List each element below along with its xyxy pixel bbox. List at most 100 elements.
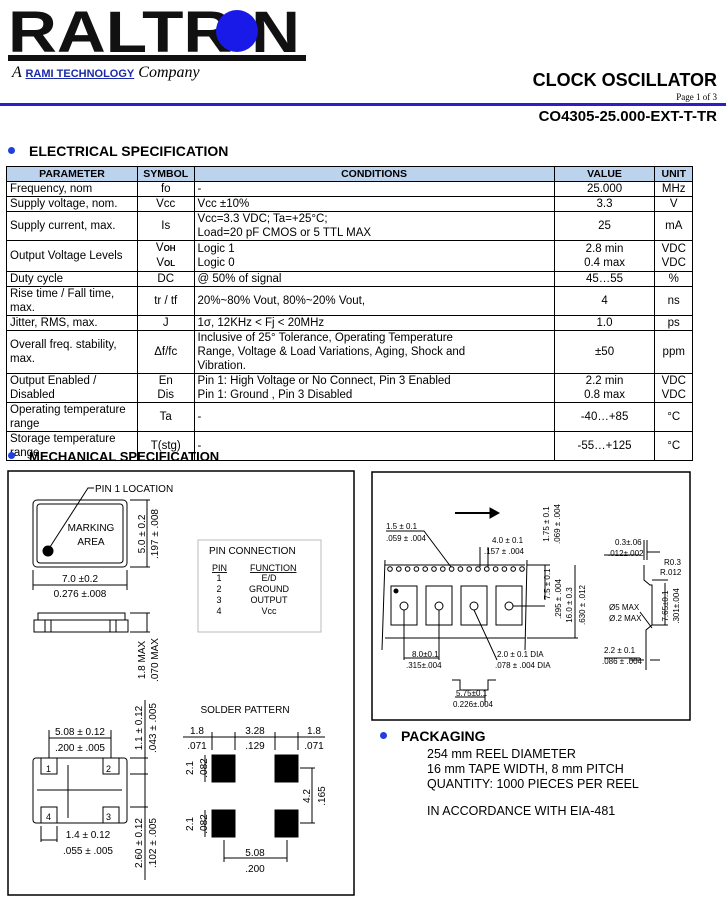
- sprocket-hole: [431, 566, 437, 572]
- raltron-logo: RALTR N: [8, 6, 306, 62]
- dim-label: 1.8: [190, 726, 204, 737]
- cell-line: -: [197, 183, 202, 195]
- sprocket-hole: [510, 566, 517, 572]
- package-top-view: PIN 1 LOCATION MARKING AREA 5.0 ± 0.2 .1…: [32, 484, 173, 600]
- cell-line: -: [197, 411, 202, 423]
- dim-label: .295 ± .004: [554, 578, 563, 619]
- dim-label: 2.1: [185, 761, 196, 775]
- mechanical-drawing-frame: [7, 470, 355, 896]
- function-column-header: FUNCTION: [250, 563, 297, 573]
- sprocket-hole: [396, 566, 402, 572]
- cell-line: En: [158, 375, 173, 387]
- cell-value: -40…+85: [553, 402, 656, 432]
- dim-label: 16.0 ± 0.3: [565, 587, 574, 623]
- column-header: UNIT: [654, 166, 693, 182]
- dim-label: Ø5 MAX: [609, 603, 640, 612]
- dim-label: R0.3: [664, 558, 681, 567]
- cell-unit: °C: [654, 402, 693, 432]
- cell-conditions: @ 50% of signal: [193, 271, 555, 287]
- cell-value: 4: [553, 286, 656, 316]
- cell-param: Overall freq. stability, max.: [6, 330, 138, 374]
- dim-label: 1.8 MAX: [137, 641, 148, 680]
- bullet-icon: [8, 146, 15, 154]
- cell-param: Frequency, nom: [6, 181, 138, 197]
- cell-line: Ta: [159, 411, 172, 423]
- cell-line: ±50: [594, 346, 615, 358]
- cell-line: 2.8 min: [585, 243, 624, 255]
- sprocket-hole: [448, 566, 455, 572]
- cell-line: VDC: [661, 389, 686, 401]
- pin-label: 3: [106, 812, 111, 822]
- column-header: VALUE: [553, 166, 656, 182]
- bullet-icon: [380, 731, 387, 739]
- column-header: SYMBOL: [136, 166, 195, 182]
- dim-label: 7.5 ± 0.1: [543, 568, 552, 600]
- cell-line: 1σ, 12KHz < Fj < 20MHz: [197, 317, 325, 329]
- dim-label: .078 ± .004 DIA: [495, 661, 551, 670]
- pin-number: 4: [216, 606, 221, 616]
- dim-label: .315±.004: [406, 661, 442, 670]
- cell-line: 4: [601, 295, 608, 307]
- cell-param: Operating temperature range: [6, 402, 138, 432]
- pin-function: GROUND: [249, 584, 289, 594]
- part-number: CO4305-25.000-EXT-T-TR: [538, 108, 717, 125]
- cell-line: °C: [667, 440, 681, 452]
- cell-unit: ppm: [654, 330, 693, 374]
- pin-column-header: PIN: [212, 563, 227, 573]
- package-bottom-view: 1 2 3 4 5.08 ± 0.12 .200 ± .005 1.4 ± 0.…: [32, 700, 159, 880]
- solder-pattern-title: SOLDER PATTERN: [200, 705, 289, 716]
- cell-line: -55…+125: [577, 440, 632, 452]
- brand-link: RAMI TECHNOLOGY: [25, 68, 135, 80]
- dim-label: 5.75±0.1: [456, 689, 488, 698]
- solder-pattern: SOLDER PATTERN 1.8 .071 3.28 .129 1.8 .0…: [183, 705, 328, 875]
- cell-value: 2.2 min 0.8 max: [553, 373, 656, 403]
- dim-label: 4.0 ± 0.1: [492, 536, 524, 545]
- dim-label: .165: [317, 786, 328, 806]
- cell-param: Storage temperature range: [6, 431, 138, 461]
- cell-line: Range, Voltage & Load Variations, Aging,…: [197, 346, 466, 358]
- dim-label: .630 ± .012: [578, 584, 587, 625]
- sprocket-hole: [413, 566, 420, 572]
- cell-param: Output Voltage Levels: [6, 240, 138, 272]
- cell-conditions: -: [193, 431, 555, 461]
- dim-label: 2.60 ± 0.12: [134, 818, 145, 868]
- cell-line: VDC: [661, 243, 686, 255]
- cell-param: Supply current, max.: [6, 211, 138, 241]
- table-row: Storage temperature range T(stg)- -55…+125…: [6, 431, 693, 461]
- dim-label: .197 ± .008: [150, 509, 161, 559]
- packaging-line: [427, 792, 639, 804]
- cell-line: -40…+85: [580, 411, 629, 423]
- dim-label: .200: [245, 864, 265, 875]
- sprocket-holes: [387, 566, 525, 572]
- dim-label: .129: [245, 741, 265, 752]
- dim-label: 4.2: [302, 789, 313, 803]
- packaging-line: 254 mm REEL DIAMETER: [427, 747, 576, 761]
- cell-line: mA: [665, 220, 683, 232]
- cell-line: Δf/fc: [154, 346, 178, 358]
- dim-label: 1.75 ± 0.1: [542, 506, 551, 542]
- pin-function: Vcc: [261, 606, 277, 616]
- cell-symbol: Δf/fc: [136, 330, 195, 374]
- dim-label: 2.2 ± 0.1: [604, 646, 636, 655]
- cell-line: Pin 1: High Voltage or No Connect, Pin 3…: [197, 375, 451, 387]
- cell-line: Inclusive of 25° Tolerance, Operating Te…: [197, 332, 453, 344]
- pin-label: 1: [46, 764, 51, 774]
- dim-label: .070 MAX: [150, 638, 161, 682]
- cell-line: 2.2 min: [585, 375, 624, 387]
- cell-line: 0.8 max: [584, 389, 625, 401]
- cell-param: Output Enabled / Disabled: [6, 373, 138, 403]
- cell-line: 1.0: [596, 317, 613, 329]
- cell-line: ns: [667, 295, 680, 307]
- cell-line: T(stg): [150, 440, 181, 452]
- cell-line: Vcc: [156, 198, 176, 210]
- cell-line: fo: [160, 183, 171, 195]
- cell-line: Load=20 pF CMOS or 5 TTL MAX: [197, 227, 372, 239]
